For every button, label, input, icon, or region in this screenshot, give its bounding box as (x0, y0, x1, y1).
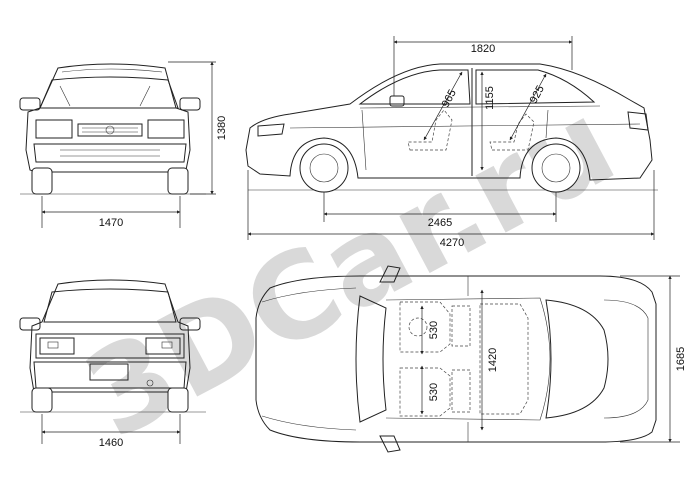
dim-front-height: 1380 (216, 116, 228, 140)
dim-front-width: 1470 (99, 217, 123, 229)
top-view: 530 530 1420 1685 (255, 265, 687, 453)
front-view: 1470 1380 (19, 61, 228, 229)
watermark: 3DCar.ru (63, 73, 635, 465)
dim-overall-width: 1685 (675, 347, 687, 371)
dim-wheelbase: 2465 (428, 217, 452, 229)
rear-view: 1460 (19, 279, 206, 449)
dim-interior-width: 1420 (487, 348, 499, 372)
side-view: 1820 965 1155 925 2465 4270 (245, 36, 658, 249)
dim-seat-width-upper: 530 (428, 321, 440, 339)
dim-seat-width-lower: 530 (428, 383, 440, 401)
dim-rear-width: 1460 (99, 437, 123, 449)
dim-interior-height: 1155 (484, 86, 496, 110)
dim-overall-length: 4270 (440, 237, 464, 249)
dim-roof-length: 1820 (471, 43, 495, 55)
watermark-text: 3DCar.ru (63, 73, 635, 465)
dim-front-headroom: 965 (440, 88, 459, 110)
